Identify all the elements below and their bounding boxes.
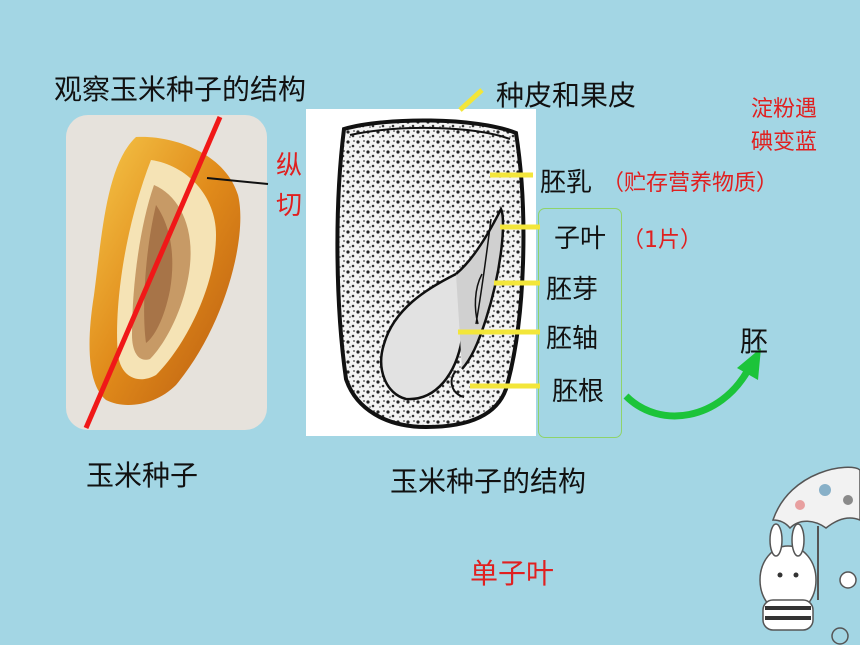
umbrella-icon (771, 466, 860, 530)
slide-title: 观察玉米种子的结构 (54, 73, 307, 106)
bunny-ear (791, 523, 805, 557)
endosperm-label: 胚乳 (540, 168, 593, 198)
embryo-label: 胚 (740, 325, 769, 358)
small-bird-icon (839, 571, 857, 589)
longitudinal-cut-line (83, 116, 223, 429)
seed-type-label: 单子叶 (470, 557, 555, 590)
bunny-body (762, 599, 814, 631)
corn-seed-photo (66, 115, 267, 430)
corn-seed-illustration (89, 136, 241, 405)
umbrella-dot (795, 500, 805, 510)
umbrella-dot (843, 495, 853, 505)
seed-cross-section (335, 118, 526, 430)
starch-note-line1: 淀粉遇 (751, 97, 818, 122)
seed-coat-label: 种皮和果皮 (496, 79, 637, 112)
cotyledon-label: 子叶 (554, 224, 607, 254)
cut-pointer-line (206, 177, 269, 185)
diagram-caption: 玉米种子的结构 (390, 465, 587, 498)
endosperm-note: （贮存营养物质） (602, 171, 779, 196)
umbrella-dot (819, 484, 831, 496)
wheel-icon (831, 627, 849, 645)
radicle-label: 胚根 (552, 377, 605, 407)
seed-coat-pointer (458, 88, 484, 112)
cotyledon-note: （1片） (622, 228, 702, 253)
embryo-arrow (623, 368, 752, 420)
embryo-group-box (538, 208, 622, 438)
hypocotyl-label: 胚轴 (546, 324, 599, 354)
starch-note-line2: 碘变蓝 (751, 130, 818, 155)
photo-caption: 玉米种子 (86, 459, 199, 492)
cut-label-cut: 切 (276, 191, 303, 221)
plumule-label: 胚芽 (546, 275, 599, 305)
cut-label-vertical: 纵 (276, 151, 303, 181)
seed-structure-diagram (306, 109, 536, 436)
embryo-arrow-head (737, 348, 761, 380)
bunny-ear (769, 523, 783, 557)
